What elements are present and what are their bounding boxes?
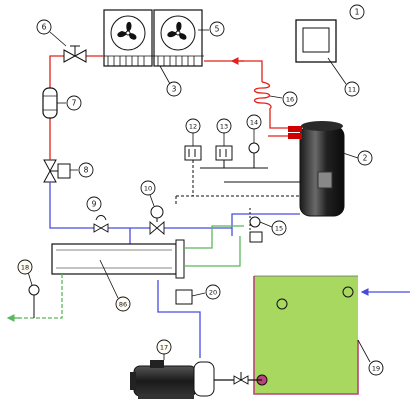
thermometer [28,284,40,318]
label-5-text: 5 [215,25,220,34]
label-19: 19 [368,360,384,376]
hot-refrigerant-lines [49,55,300,145]
pressure-gauge-14 [248,142,260,168]
label-7: 7 [66,95,82,111]
label-11: 11 [344,81,360,97]
condenser-coil [104,55,204,66]
label-1: 1 [349,4,365,20]
label-14: 14 [246,114,262,130]
label-3-text: 3 [172,85,177,94]
label-8-text: 8 [84,166,89,175]
evaporator-heat-exchanger [51,239,185,279]
pressure-switch-13 [215,145,233,161]
label-15: 15 [271,220,287,236]
pump-suction-pipe [214,372,262,385]
label-2: 2 [357,150,373,166]
label-7-text: 7 [72,99,77,108]
label-3: 3 [166,81,182,97]
label-6: 6 [36,19,52,35]
flow-valve [149,205,165,235]
label-10-text: 10 [144,185,152,193]
condenser-fan-unit [103,9,204,67]
fan-icon [110,15,146,51]
control-panel [295,19,337,63]
float-switch-icon [342,286,354,298]
label-20: 20 [205,284,221,300]
pressure-switch-12 [184,145,202,161]
label-16-text: 16 [286,96,294,104]
label-20-text: 20 [209,289,217,297]
solenoid-valve [43,145,71,183]
coil [253,81,272,109]
label-18: 18 [17,259,33,275]
label-2-text: 2 [363,154,368,163]
expansion-valve [63,45,87,63]
flow-switch [175,289,193,305]
water-tank [253,275,359,395]
label-6-text: 6 [42,23,47,32]
label-15-text: 15 [275,225,283,233]
water-lines [12,225,244,319]
filter-drier [42,87,58,119]
label-11-text: 11 [348,86,356,94]
water-pump [130,360,215,399]
compressor [288,121,345,217]
label-9: 9 [86,196,102,212]
label-17: 17 [156,339,172,355]
label-13-text: 13 [220,123,228,131]
label-17-text: 17 [160,344,168,352]
label-8: 8 [78,162,94,178]
level-sensor-icon [276,298,288,310]
label-1-text: 1 [355,8,360,17]
fan-icon [160,15,196,51]
label-19-text: 19 [372,365,380,373]
sight-glass [249,216,263,243]
label-16: 16 [282,91,298,107]
hand-valve [93,215,109,233]
cold-refrigerant-lines [49,182,410,358]
label-12-text: 12 [189,123,197,131]
label-12: 12 [185,118,201,134]
label-18-text: 18 [21,264,29,272]
label-86: 86 [115,296,131,312]
label-13: 13 [216,118,232,134]
label-10: 10 [140,180,156,196]
label-5: 5 [209,21,225,37]
label-9-text: 9 [92,200,97,209]
label-14-text: 14 [250,119,258,127]
label-86-text: 86 [119,301,127,309]
